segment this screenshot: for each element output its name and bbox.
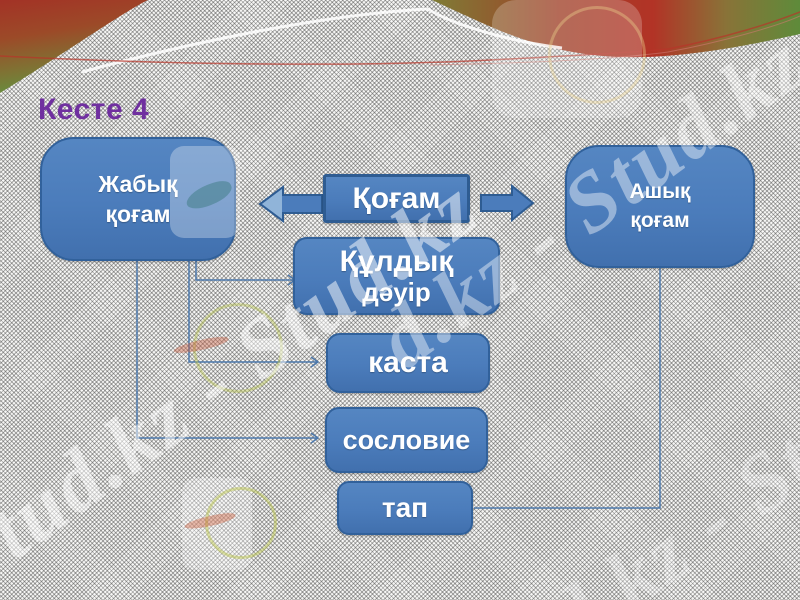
connector-kasta-line <box>188 261 317 363</box>
society-label: Қоғам <box>352 181 441 215</box>
open-society-line2: қоғам <box>630 208 690 232</box>
estate-label: сословие <box>342 424 471 455</box>
arrow-left-head-highlight <box>262 189 282 219</box>
wave-right-red-green-shape <box>432 0 800 58</box>
slide-title: Кесте 4 <box>38 93 150 126</box>
connector-tap-line <box>474 268 661 509</box>
open-society-line1: Ашық <box>629 180 691 204</box>
slavery-era-line1: Құлдық <box>339 245 454 279</box>
connector-era-line <box>195 261 294 281</box>
class-label: тап <box>381 492 429 523</box>
wave-pink-line <box>429 15 800 66</box>
estate-box: сословие <box>325 407 488 473</box>
open-society-box: Ашық қоғам <box>565 145 755 268</box>
arrow-right-icon <box>480 183 535 223</box>
wave-left-red-shape <box>0 0 148 93</box>
closed-society-line2: қоғам <box>105 201 171 227</box>
wave-white-curve <box>81 7 563 74</box>
class-box: тап <box>337 481 473 535</box>
connector-soslovie-line <box>136 261 317 439</box>
slavery-era-box: Құлдық дәуір <box>293 237 500 315</box>
wave-red-line <box>0 11 800 65</box>
header-wave-band <box>0 0 800 93</box>
society-box: Қоғам <box>323 174 470 223</box>
connector-kasta-arrow-icon <box>310 356 320 368</box>
closed-society-box: Жабық қоғам <box>40 137 236 261</box>
caste-box: каста <box>326 333 490 393</box>
slavery-era-line2: дәуір <box>362 277 431 308</box>
connector-soslovie-arrow-icon <box>310 432 320 444</box>
closed-society-line1: Жабық <box>98 170 178 197</box>
caste-label: каста <box>368 346 448 379</box>
